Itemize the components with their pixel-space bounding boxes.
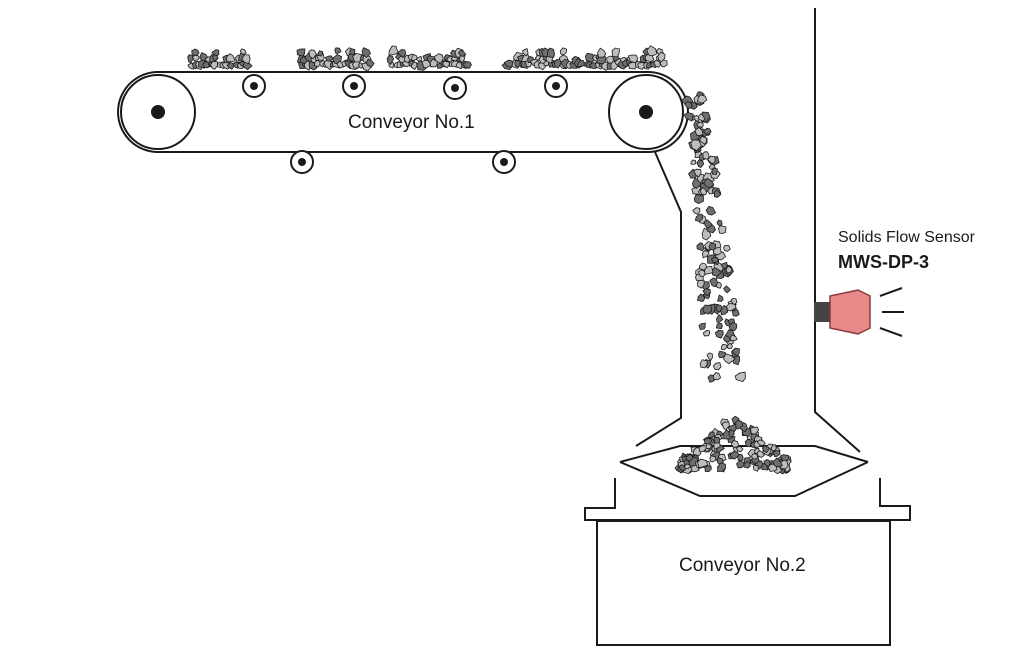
conveyor-1-label: Conveyor No.1: [348, 112, 475, 133]
sensor-body: [829, 289, 871, 335]
idler-rollers: [242, 74, 568, 174]
conveyor-1: [117, 71, 689, 153]
conveyor-1-belt: [117, 71, 689, 153]
idler-roller: [443, 76, 467, 100]
solids-flow-sensor: [814, 287, 904, 337]
idler-roller: [544, 74, 568, 98]
sensor-model: MWS-DP-3: [838, 252, 929, 272]
return-roller: [492, 150, 516, 174]
bulk-material: [187, 45, 792, 475]
chute-right-wall: [814, 8, 861, 453]
sensor-mount: [814, 302, 830, 322]
return-roller: [290, 150, 314, 174]
pulley-hub-left: [151, 105, 165, 119]
conveyor-1-head-pulley-left: [120, 74, 196, 150]
conveyor-1-head-pulley-right: [608, 74, 684, 150]
signal-line: [879, 327, 903, 337]
skirt-board: [584, 478, 911, 521]
conveyor-2-label: Conveyor No.2: [679, 555, 806, 576]
chute-left-wall: [635, 151, 682, 447]
idler-roller: [342, 74, 366, 98]
sensor-title: Solids Flow Sensor: [838, 229, 975, 246]
idler-roller: [242, 74, 266, 98]
hopper-skirt: [619, 461, 869, 497]
conveyor-2-box: [596, 520, 891, 646]
signal-line: [879, 287, 903, 297]
pulley-hub-right: [639, 105, 653, 119]
